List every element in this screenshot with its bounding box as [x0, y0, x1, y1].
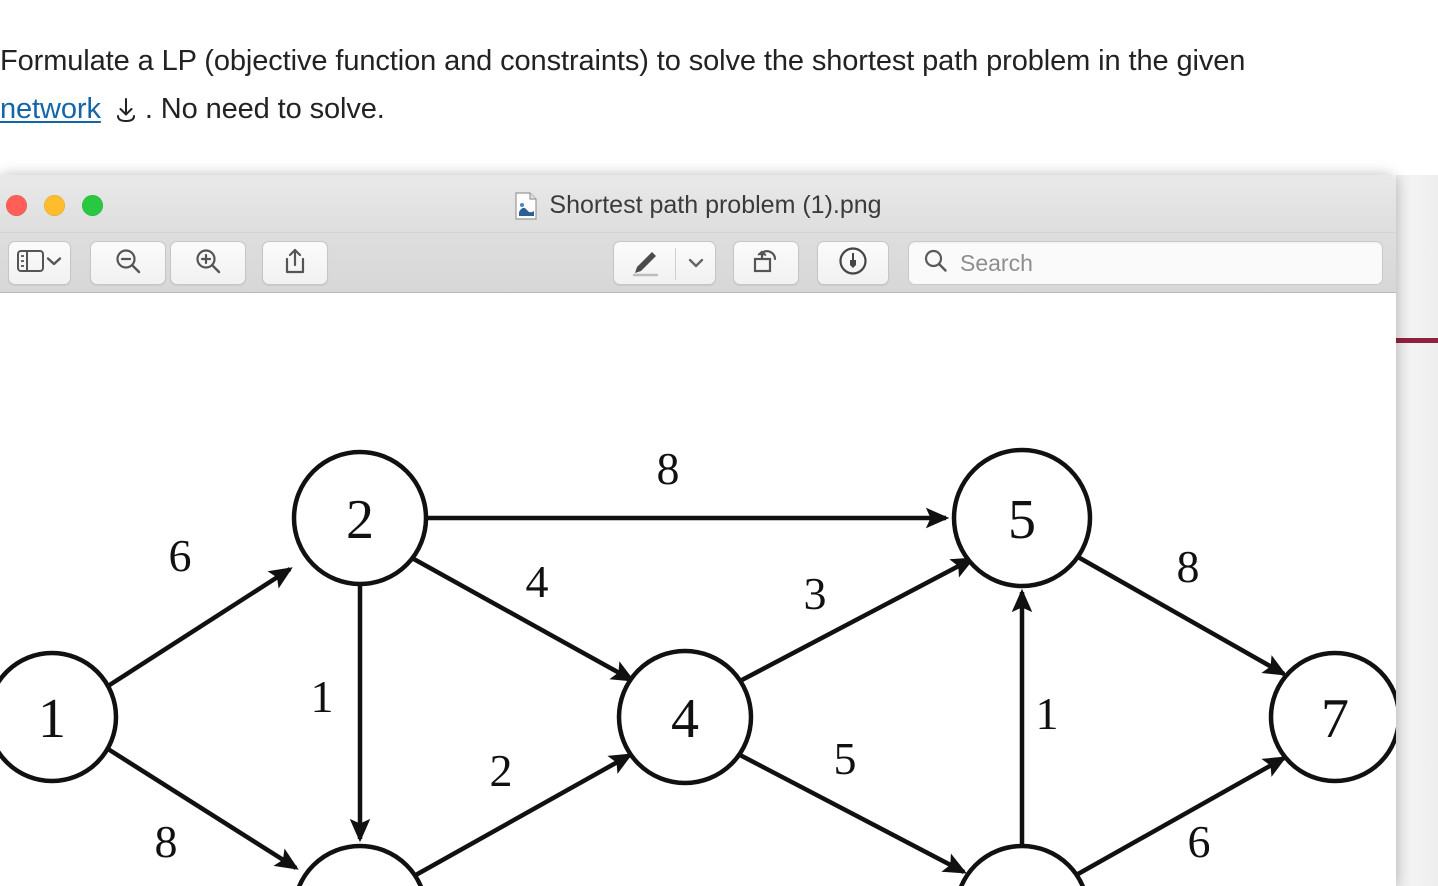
network-diagram: 1 2 3 4 5 6 7 6 8 8 4 1 2 6 3: [0, 443, 1396, 886]
annotate-icon: [838, 246, 868, 281]
edge-5-7: [1076, 555, 1287, 676]
question-line-2: network . No need to solve.: [0, 86, 385, 133]
edge-label-2-4: 4: [526, 556, 549, 607]
zoom-in-icon: [194, 247, 222, 280]
edge-label-4-5: 3: [804, 568, 827, 619]
edge-label-4-6: 5: [834, 733, 857, 784]
edge-2-4: [410, 556, 635, 682]
node-3-circle: [296, 843, 424, 886]
markup-pen-icon[interactable]: [614, 242, 675, 284]
search-placeholder: Search: [960, 249, 1033, 276]
node-5-circle: [951, 447, 1093, 589]
edge-4-6: [738, 753, 967, 874]
edge-label-1-2: 6: [169, 530, 192, 581]
png-document-icon: [514, 191, 538, 220]
graph-nodes: [0, 447, 1396, 886]
node-1-circle: [0, 650, 119, 784]
edge-label-2-5: 8: [657, 443, 680, 494]
edge-4-5: [738, 557, 975, 683]
rotate-left-button[interactable]: [733, 241, 799, 285]
window-titlebar[interactable]: Shortest path problem (1).png: [0, 175, 1396, 233]
markup-button[interactable]: [613, 241, 716, 285]
question-line-2-tail: . No need to solve.: [144, 93, 385, 125]
chevron-down-icon[interactable]: [46, 254, 62, 272]
sidebar-icon: [17, 249, 44, 277]
node-5-label: 5: [1008, 489, 1036, 551]
node-7-label: 7: [1321, 688, 1349, 750]
edge-1-2: [106, 567, 293, 688]
maximize-button[interactable]: [82, 195, 103, 216]
zoom-in-button[interactable]: [170, 241, 246, 285]
annotate-button[interactable]: [817, 241, 889, 285]
node-3-label: 3: [346, 883, 374, 886]
zoom-out-icon: [114, 247, 142, 280]
node-1-label: 1: [38, 688, 66, 750]
minimize-button[interactable]: [44, 195, 65, 216]
edge-label-1-3: 8: [155, 816, 178, 867]
node-6-circle: [958, 843, 1086, 886]
edge-1-3: [106, 747, 299, 870]
share-button[interactable]: [262, 241, 328, 285]
rotate-left-icon: [751, 247, 781, 280]
window-toolbar: Search: [0, 233, 1396, 293]
graph-node-labels: 1 2 3 4 5 6 7: [38, 489, 1349, 886]
edge-label-6-5: 1: [1036, 688, 1059, 739]
image-canvas[interactable]: 1 2 3 4 5 6 7 6 8 8 4 1 2 6 3: [0, 294, 1396, 886]
close-button[interactable]: [6, 195, 27, 216]
search-field[interactable]: Search: [908, 241, 1383, 285]
zoom-out-button[interactable]: [90, 241, 166, 285]
node-2-circle: [291, 449, 429, 587]
markup-divider: [675, 248, 676, 280]
traffic-light-group: [6, 195, 103, 216]
download-icon[interactable]: [113, 92, 139, 123]
node-6-label: 6: [1008, 883, 1036, 886]
node-2-label: 2: [346, 489, 374, 551]
node-4-label: 4: [671, 688, 699, 750]
page-right-background: [1396, 175, 1438, 886]
chevron-down-icon[interactable]: [676, 242, 716, 284]
graph-edge-labels: 6 8 8 4 1 2 6 3 5 8 1 6: [155, 443, 1211, 867]
node-7-circle: [1268, 650, 1396, 784]
edge-label-2-3: 1: [311, 671, 334, 722]
edge-6-7: [1076, 756, 1287, 876]
question-line-1: Formulate a LP (objective function and c…: [0, 45, 1246, 77]
edge-3-4: [412, 753, 633, 878]
node-4-circle: [616, 648, 754, 786]
edge-label-6-7: 6: [1188, 816, 1211, 867]
network-link[interactable]: network: [0, 93, 101, 125]
share-icon: [283, 247, 307, 280]
preview-window: Shortest path problem (1).png: [0, 175, 1396, 886]
edge-label-3-4: 2: [490, 745, 513, 796]
sidebar-toggle-button[interactable]: [8, 241, 71, 285]
page-horizontal-rule: [1396, 338, 1438, 343]
edge-label-5-7: 8: [1177, 541, 1200, 592]
search-icon: [923, 248, 948, 278]
graph-edges: [106, 507, 1287, 878]
window-title: Shortest path problem (1).png: [549, 191, 882, 219]
window-title-group: Shortest path problem (1).png: [0, 191, 1396, 220]
